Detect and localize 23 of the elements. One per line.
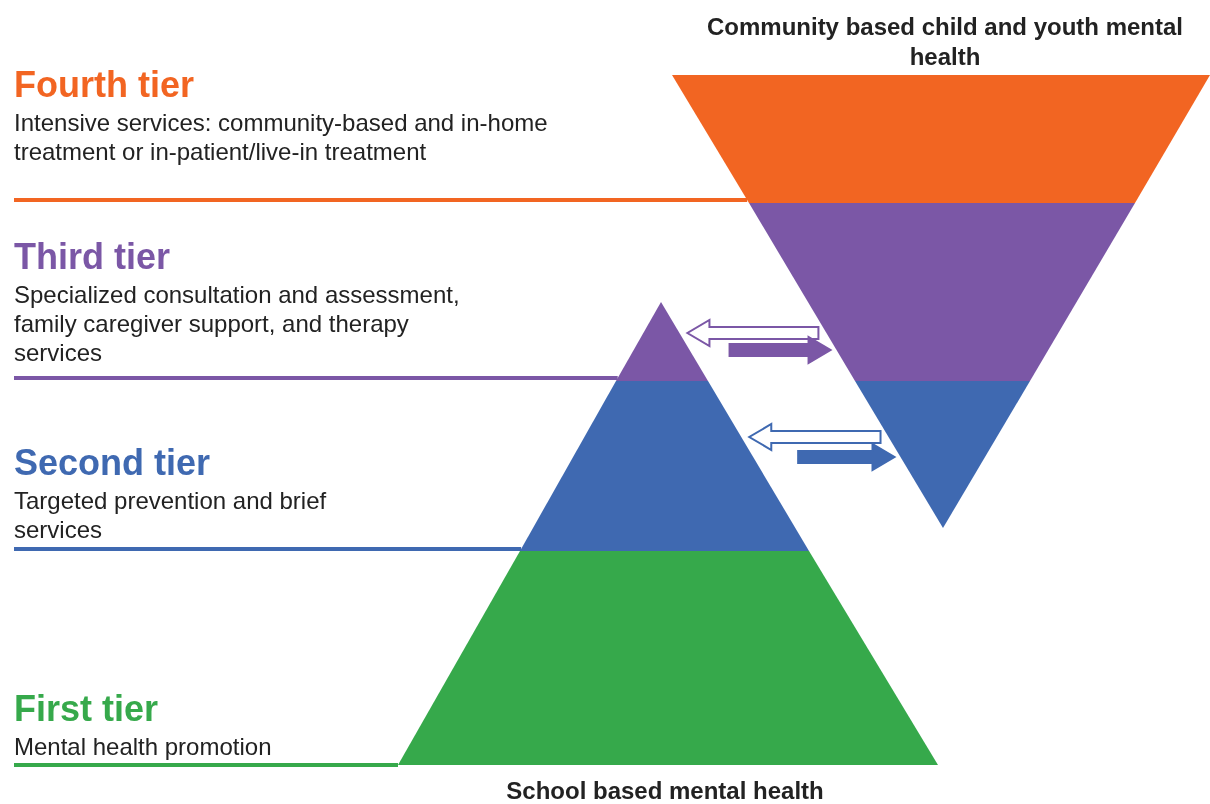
tier-heading: First tier xyxy=(14,690,159,728)
pyramid-tip xyxy=(616,302,708,381)
tier-description: Targeted prevention and brief services xyxy=(14,486,328,544)
tier-heading: Fourth tier xyxy=(14,66,194,104)
block-arrow xyxy=(747,422,882,452)
tier-heading: Third tier xyxy=(14,238,170,276)
leader-line xyxy=(14,763,398,767)
leader-line xyxy=(14,376,618,380)
pyramid-caption: Community based child and youth mental health xyxy=(705,12,1185,72)
block-arrow xyxy=(797,442,897,472)
pyramid-caption: School based mental health xyxy=(505,776,825,804)
leader-line xyxy=(14,547,522,551)
pyramid-band xyxy=(749,203,1135,381)
tier-description: Intensive services: community-based and in-home treatment or in-patient/live-in treatment xyxy=(14,108,549,166)
block-arrow xyxy=(685,318,820,348)
block-arrow xyxy=(728,335,833,365)
tier-description: Specialized consultation and assessment, family caregiver support, and therapy services xyxy=(14,280,461,367)
pyramid-band xyxy=(398,551,938,765)
tier-heading: Second tier xyxy=(14,444,211,482)
pyramid-tip xyxy=(855,381,1030,528)
tier-description: Mental health promotion xyxy=(14,732,272,761)
leader-line xyxy=(14,198,748,202)
pyramid-band xyxy=(672,75,1210,203)
